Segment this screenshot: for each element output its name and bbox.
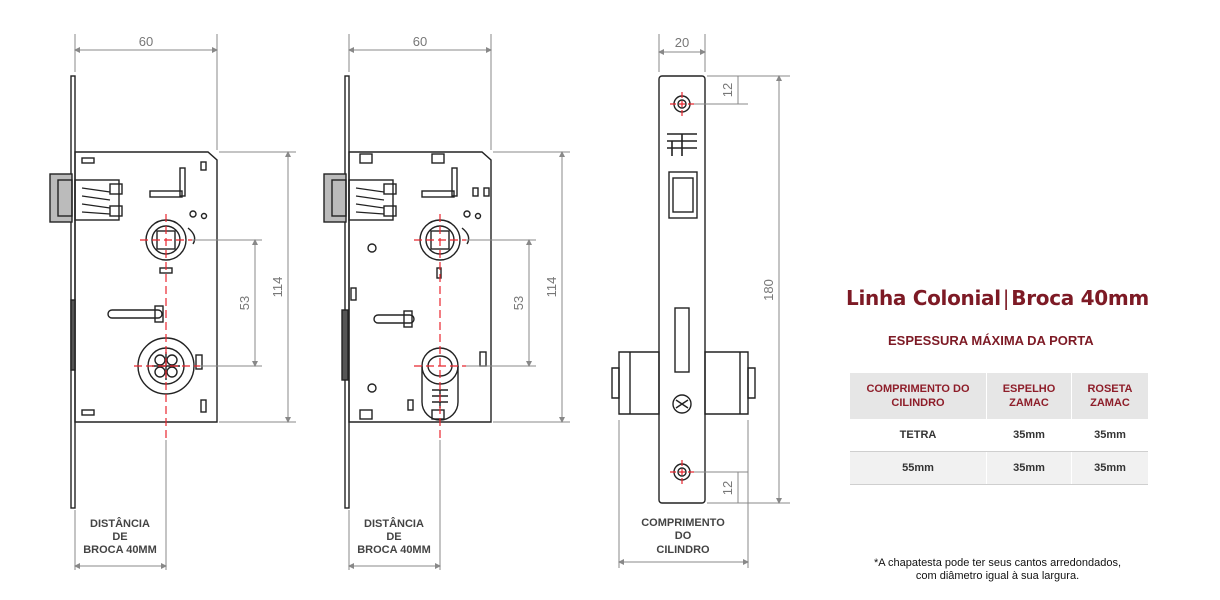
middle-width-dim: 60 (413, 34, 427, 49)
centerlines-left (134, 214, 200, 440)
left-width-dim: 60 (139, 34, 153, 49)
footnote-line1: *A chapatesta pode ter seus cantos arred… (873, 557, 1122, 569)
product-bore-size: Broca 40mm (1011, 286, 1149, 310)
header-cylinder-length: COMPRIMENTO DO CILINDRO (850, 373, 988, 419)
table-cell: TETRA (850, 419, 988, 452)
side-width-dim: 20 (675, 35, 689, 50)
side-bottom-dim: 12 (720, 481, 735, 495)
dimensions-side (618, 34, 790, 568)
footnote: *A chapatesta pode ter seus cantos arred… (845, 557, 1150, 583)
dimensions-middle (348, 34, 570, 570)
table-row: 55mm 35mm 35mm (850, 451, 1148, 485)
left-caption-line3: BROCA 40MM (83, 544, 157, 556)
side-caption-line3: CILINDRO (656, 544, 710, 556)
middle-center-dim: 53 (511, 296, 526, 310)
table-row: TETRA 35mm 35mm (850, 419, 1148, 452)
header-espelho-zamac: ESPELHO ZAMAC (986, 373, 1072, 419)
header-roseta-zamac: ROSETA ZAMAC (1071, 373, 1148, 419)
faceplate-brand-logo-icon (667, 133, 697, 156)
left-height-dim: 114 (270, 277, 285, 298)
table-cell: 55mm (850, 451, 988, 485)
middle-caption-line1: DISTÂNCIA (364, 517, 424, 530)
middle-caption-line3: BROCA 40MM (357, 544, 431, 556)
product-line-name: Linha Colonial (846, 286, 1001, 310)
centerlines-middle (414, 214, 466, 440)
left-caption-line1: DISTÂNCIA (90, 517, 150, 530)
side-caption-line2: DO (675, 530, 692, 542)
middle-height-dim: 114 (544, 277, 559, 298)
title-separator: | (1002, 286, 1010, 310)
footnote-line2: com diâmetro igual à sua largura. (915, 570, 1080, 582)
product-title: Linha Colonial|Broca 40mm (846, 286, 1166, 310)
table-cell: 35mm (986, 451, 1072, 485)
table-cell: 35mm (986, 419, 1072, 452)
lock-side-view (611, 75, 756, 504)
spec-table: COMPRIMENTO DO CILINDRO ESPELHO ZAMAC RO… (850, 373, 1148, 485)
centerlines-side (670, 92, 694, 484)
left-caption-line2: DE (112, 531, 127, 543)
dimensions-left (74, 34, 296, 570)
side-height-dim: 180 (761, 279, 776, 301)
left-center-dim: 53 (237, 296, 252, 310)
table-cell: 35mm (1071, 419, 1148, 452)
spec-subtitle: ESPESSURA MÁXIMA DA PORTA (888, 333, 1094, 348)
middle-caption-line2: DE (386, 531, 401, 543)
lock-front-view-middle (323, 75, 492, 509)
table-cell: 35mm (1071, 451, 1148, 485)
side-caption-line1: COMPRIMENTO (641, 517, 725, 529)
lock-front-view-left (49, 75, 218, 509)
side-top-dim: 12 (720, 83, 735, 97)
spec-table-header-row: COMPRIMENTO DO CILINDRO ESPELHO ZAMAC RO… (850, 373, 1148, 419)
